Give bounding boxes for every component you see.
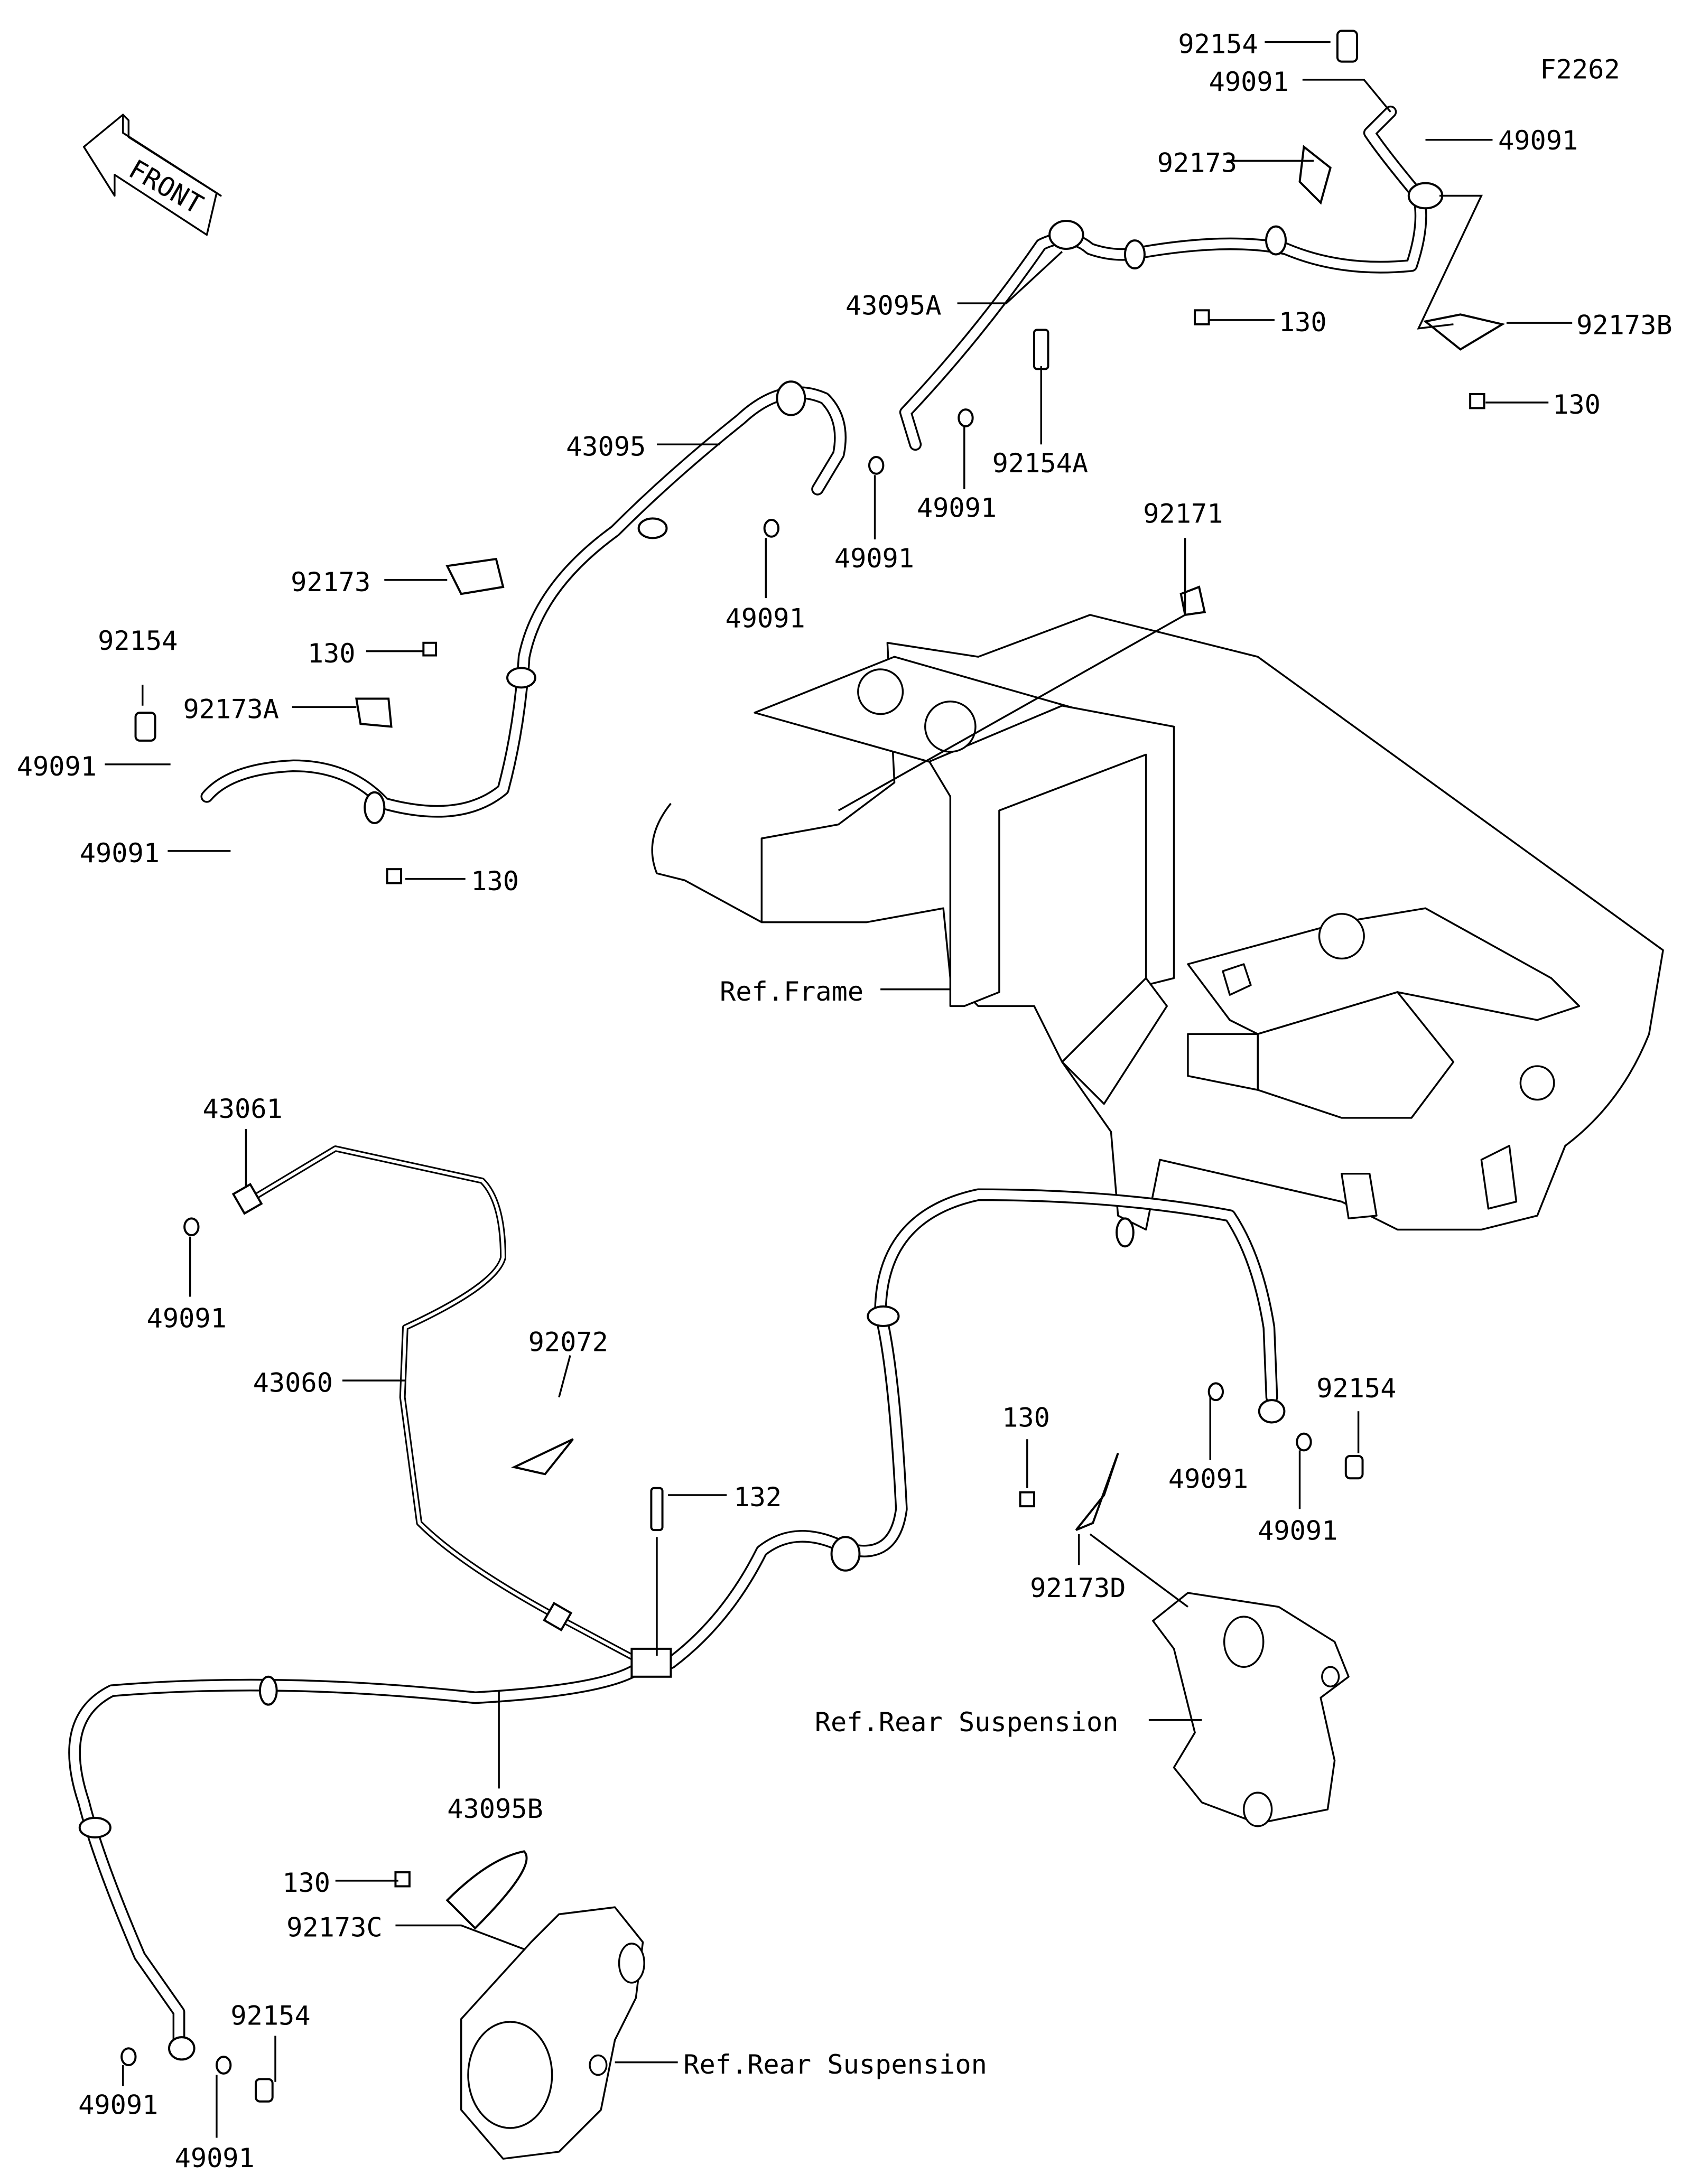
part-labels: 92154 49091 49091 92173 43095A 130 92173… [17,29,1673,2173]
label-130-top-right: 130 [1553,389,1601,420]
leader-lines [105,41,1573,2138]
label-92173D: 92173D [1030,1572,1126,1603]
label-49091: 49091 [147,1303,227,1334]
label-49091: 49091 [834,543,914,574]
label-43095: 43095 [566,431,646,462]
label-92154: 92154 [230,2000,310,2031]
label-ref-rear-suspension: Ref.Rear Suspension [815,1706,1119,1738]
label-49091: 49091 [175,2142,255,2173]
label-49091: 49091 [726,603,805,634]
label-49091: 49091 [17,751,97,782]
label-130: 130 [282,1867,330,1898]
diagram-code: F2262 [1540,53,1620,85]
label-92173C: 92173C [286,1912,382,1943]
label-49091-top: 49091 [1209,66,1289,97]
small-parts [78,30,1506,2103]
label-130: 130 [471,865,519,897]
front-arrow-icon: FRONT [82,114,222,236]
label-49091: 49091 [1258,1515,1337,1546]
rear-suspension-right [1152,1592,1350,1827]
label-ref-frame: Ref.Frame [720,976,863,1007]
label-92173-top: 92173 [1157,147,1237,179]
rear-suspension-left [460,1906,645,2160]
frame-reference [651,614,1664,1231]
label-130-top: 130 [1279,306,1327,338]
label-43095A: 43095A [846,290,941,321]
label-43095B: 43095B [447,1793,543,1824]
label-92173B: 92173B [1576,309,1672,340]
label-130: 130 [1002,1402,1050,1433]
joint-block [630,1647,672,1678]
label-92154: 92154 [98,625,178,656]
label-92072: 92072 [528,1327,608,1358]
label-49091: 49091 [80,837,160,869]
label-92154A: 92154A [992,447,1088,479]
label-132: 132 [733,1481,782,1513]
label-92154-top: 92154 [1178,29,1258,60]
label-49091: 49091 [917,492,997,524]
label-49091: 49091 [1168,1463,1248,1495]
label-ref-rear-suspension: Ref.Rear Suspension [683,2049,987,2080]
label-92173A: 92173A [183,694,278,725]
label-49091-top-right: 49091 [1498,125,1578,156]
label-43061: 43061 [202,1093,282,1124]
label-130: 130 [308,638,356,669]
label-43060: 43060 [253,1367,333,1398]
label-92171: 92171 [1143,498,1223,529]
label-92154: 92154 [1316,1373,1396,1404]
label-92173: 92173 [291,566,370,598]
label-49091: 49091 [78,2089,158,2121]
